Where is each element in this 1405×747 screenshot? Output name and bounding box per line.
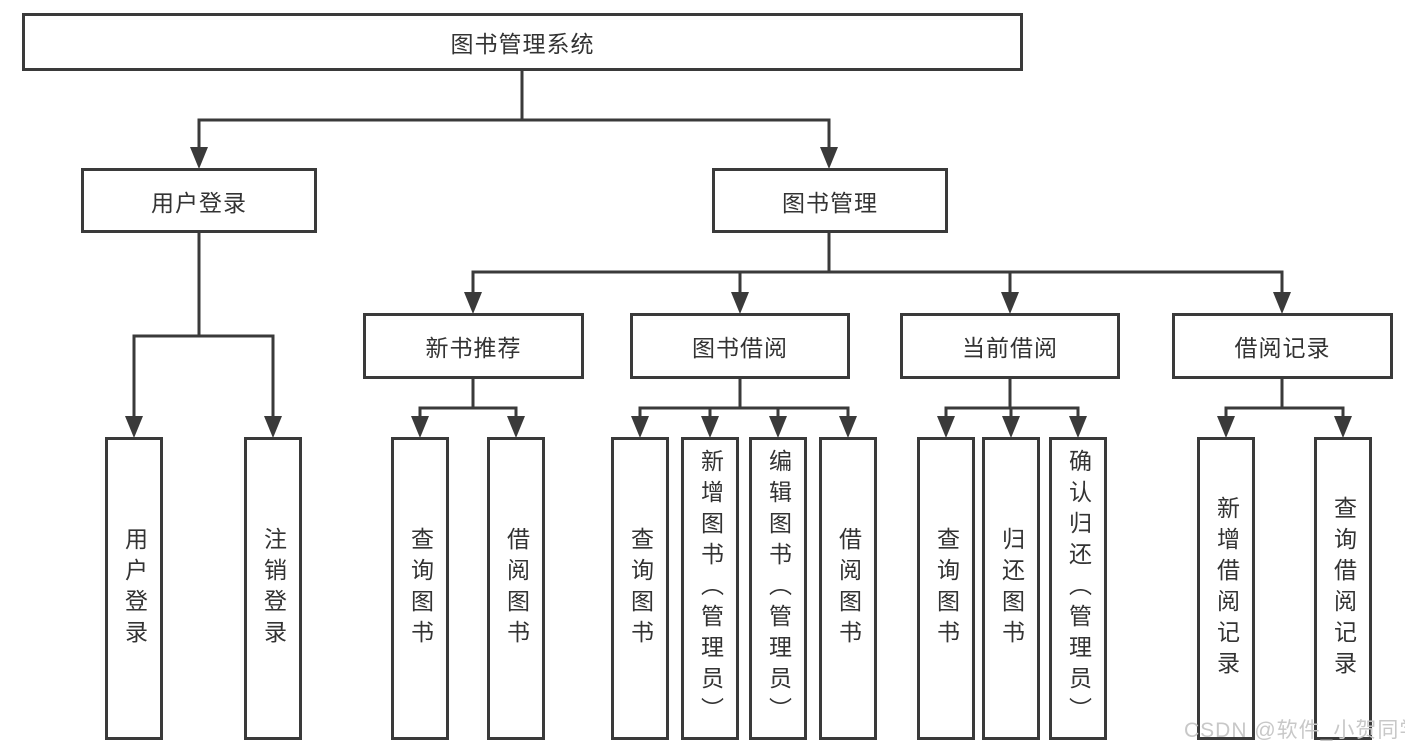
node-borrow-records: 借阅记录 bbox=[1172, 313, 1393, 379]
leaf-label: 新增图书（管理员） bbox=[697, 449, 724, 728]
leaf-label: 查询借阅记录 bbox=[1330, 495, 1357, 682]
leaf-query-borrow-record: 查询借阅记录 bbox=[1314, 437, 1372, 740]
node-book-management: 图书管理 bbox=[712, 168, 948, 233]
leaf-query-books-current: 查询图书 bbox=[917, 437, 975, 740]
node-new-book-recommend: 新书推荐 bbox=[363, 313, 584, 379]
node-root-system: 图书管理系统 bbox=[22, 13, 1023, 71]
connector-book-borrow-leaves bbox=[631, 378, 857, 438]
leaf-logout: 注销登录 bbox=[244, 437, 302, 740]
leaf-label: 借阅图书 bbox=[835, 526, 862, 651]
leaf-query-books-borrow: 查询图书 bbox=[611, 437, 669, 740]
leaf-borrow-books-recommend: 借阅图书 bbox=[487, 437, 545, 740]
leaf-label: 用户登录 bbox=[121, 526, 148, 651]
connector-new-book-recommend-leaves bbox=[411, 378, 525, 438]
leaf-label: 查询图书 bbox=[627, 526, 654, 651]
leaf-borrow-books: 借阅图书 bbox=[819, 437, 877, 740]
leaf-user-login: 用户登录 bbox=[105, 437, 163, 740]
leaf-label: 编辑图书（管理员） bbox=[765, 449, 792, 728]
connector-root-to-level2 bbox=[190, 70, 838, 169]
leaf-label: 查询图书 bbox=[933, 526, 960, 651]
leaf-label: 归还图书 bbox=[998, 526, 1025, 651]
connector-borrow-records-leaves bbox=[1217, 378, 1352, 438]
leaf-add-borrow-record: 新增借阅记录 bbox=[1197, 437, 1255, 740]
leaf-label: 新增借阅记录 bbox=[1213, 495, 1240, 682]
leaf-label: 注销登录 bbox=[260, 526, 287, 651]
leaf-label: 查询图书 bbox=[407, 526, 434, 651]
node-current-borrow: 当前借阅 bbox=[900, 313, 1120, 379]
leaf-label: 借阅图书 bbox=[503, 526, 530, 651]
csdn-watermark: CSDN @软件_小贺同学 bbox=[1184, 719, 1405, 742]
leaf-add-books-admin: 新增图书（管理员） bbox=[681, 437, 739, 740]
connector-current-borrow-leaves bbox=[937, 378, 1087, 438]
connector-user-login-branch bbox=[125, 232, 282, 438]
leaf-query-books-recommend: 查询图书 bbox=[391, 437, 449, 740]
connector-book-management-to-level3 bbox=[464, 232, 1291, 314]
leaf-label: 确认归还（管理员） bbox=[1065, 449, 1092, 728]
leaf-confirm-return-admin: 确认归还（管理员） bbox=[1049, 437, 1107, 740]
leaf-edit-books-admin: 编辑图书（管理员） bbox=[749, 437, 807, 740]
node-user-login: 用户登录 bbox=[81, 168, 317, 233]
leaf-return-books: 归还图书 bbox=[982, 437, 1040, 740]
node-book-borrow: 图书借阅 bbox=[630, 313, 850, 379]
